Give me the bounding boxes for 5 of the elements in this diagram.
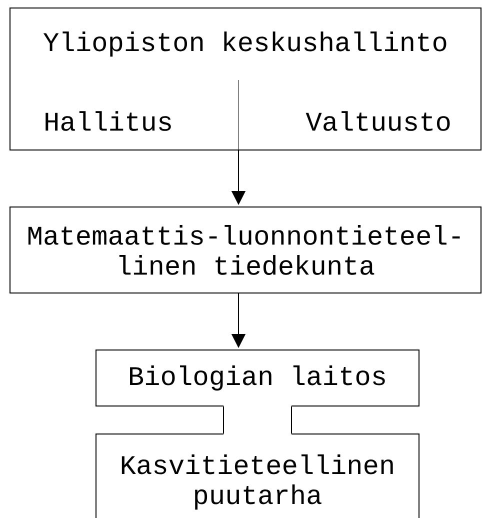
box: Matemaattis-luonnontieteel-linen tiedekunta: [10, 206, 482, 294]
box: Kasvitieteellinen puutarha: [96, 434, 420, 518]
connector: [223, 406, 292, 434]
box: Biologian laitos: [96, 350, 420, 406]
box: Yliopiston keskushallinto Hallitus Valtuusto: [10, 8, 482, 150]
